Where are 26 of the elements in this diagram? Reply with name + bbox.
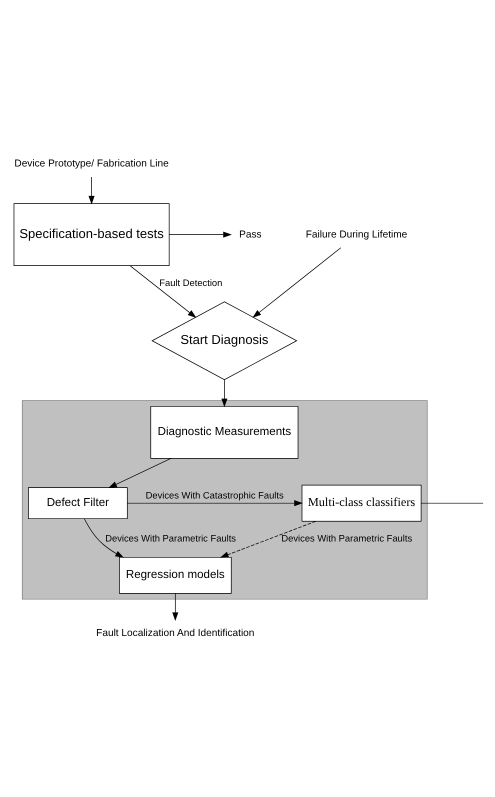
node-box: Diagnostic Measurements	[150, 406, 298, 459]
cluster	[22, 400, 428, 600]
node-text: Failure During Lifetime	[306, 229, 408, 240]
node-box: Specification-based tests	[14, 203, 170, 266]
arrow	[130, 266, 196, 318]
arrow	[127, 500, 303, 506]
node-text: Pass	[239, 229, 262, 240]
arrow	[220, 520, 316, 558]
node-box: Multi-class classifiers	[302, 484, 422, 522]
node-diamond: Start Diagnosis	[151, 301, 298, 380]
node-text: Fault Localization And Identification	[96, 628, 254, 639]
arrow	[108, 458, 172, 488]
node-text: Device Prototype/ Fabrication Line	[14, 158, 169, 170]
arrow	[252, 247, 342, 318]
edge-label: Devices With Catastrophic Faults	[146, 490, 284, 500]
edge-label: Devices With Parametric Faults	[105, 534, 236, 544]
arrow	[84, 518, 124, 558]
arrow	[169, 232, 232, 238]
arrow	[172, 593, 178, 621]
connector	[420, 502, 484, 504]
arrow	[88, 176, 95, 205]
node-box: Regression models	[119, 556, 232, 594]
arrow	[221, 379, 228, 408]
edge-label: Devices With Parametric Faults	[281, 534, 412, 544]
node-box: Defect Filter	[28, 487, 128, 520]
edge-label: Fault Detection	[159, 278, 222, 288]
